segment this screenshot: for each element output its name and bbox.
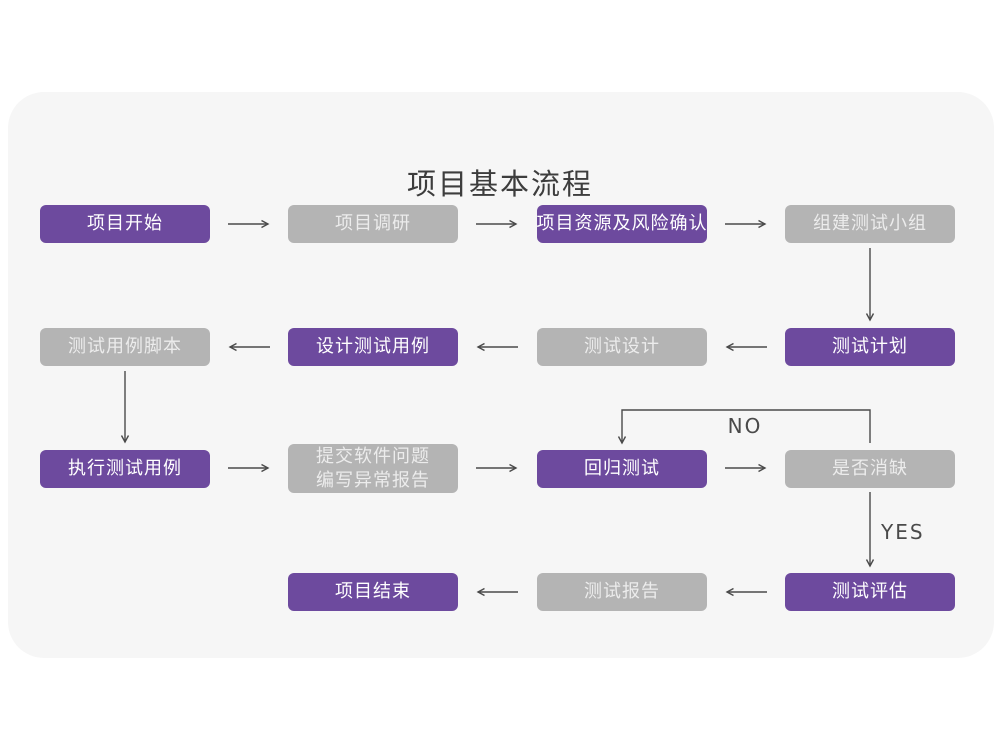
flow-node-design-cases: 设计测试用例 [288, 328, 458, 366]
flow-node-start: 项目开始 [40, 205, 210, 243]
flow-node-case-script: 测试用例脚本 [40, 328, 210, 366]
flow-node-research: 项目调研 [288, 205, 458, 243]
flow-node-risk-confirm: 项目资源及风险确认 [537, 205, 707, 243]
flow-node-evaluate: 测试评估 [785, 573, 955, 611]
flow-node-test-plan: 测试计划 [785, 328, 955, 366]
flow-node-test-report: 测试报告 [537, 573, 707, 611]
flow-node-build-team: 组建测试小组 [785, 205, 955, 243]
flow-node-defect-check: 是否消缺 [785, 450, 955, 488]
flow-node-regression-test: 回归测试 [537, 450, 707, 488]
flow-node-report-issue: 提交软件问题 编写异常报告 [288, 444, 458, 493]
flow-node-report-issue-line2: 编写异常报告 [316, 469, 430, 491]
flow-node-execute-cases: 执行测试用例 [40, 450, 210, 488]
flowchart-card [8, 92, 994, 658]
flow-node-report-issue-line1: 提交软件问题 [316, 445, 430, 467]
flow-node-test-design: 测试设计 [537, 328, 707, 366]
page-title: 项目基本流程 [406, 167, 593, 202]
flow-node-end: 项目结束 [288, 573, 458, 611]
